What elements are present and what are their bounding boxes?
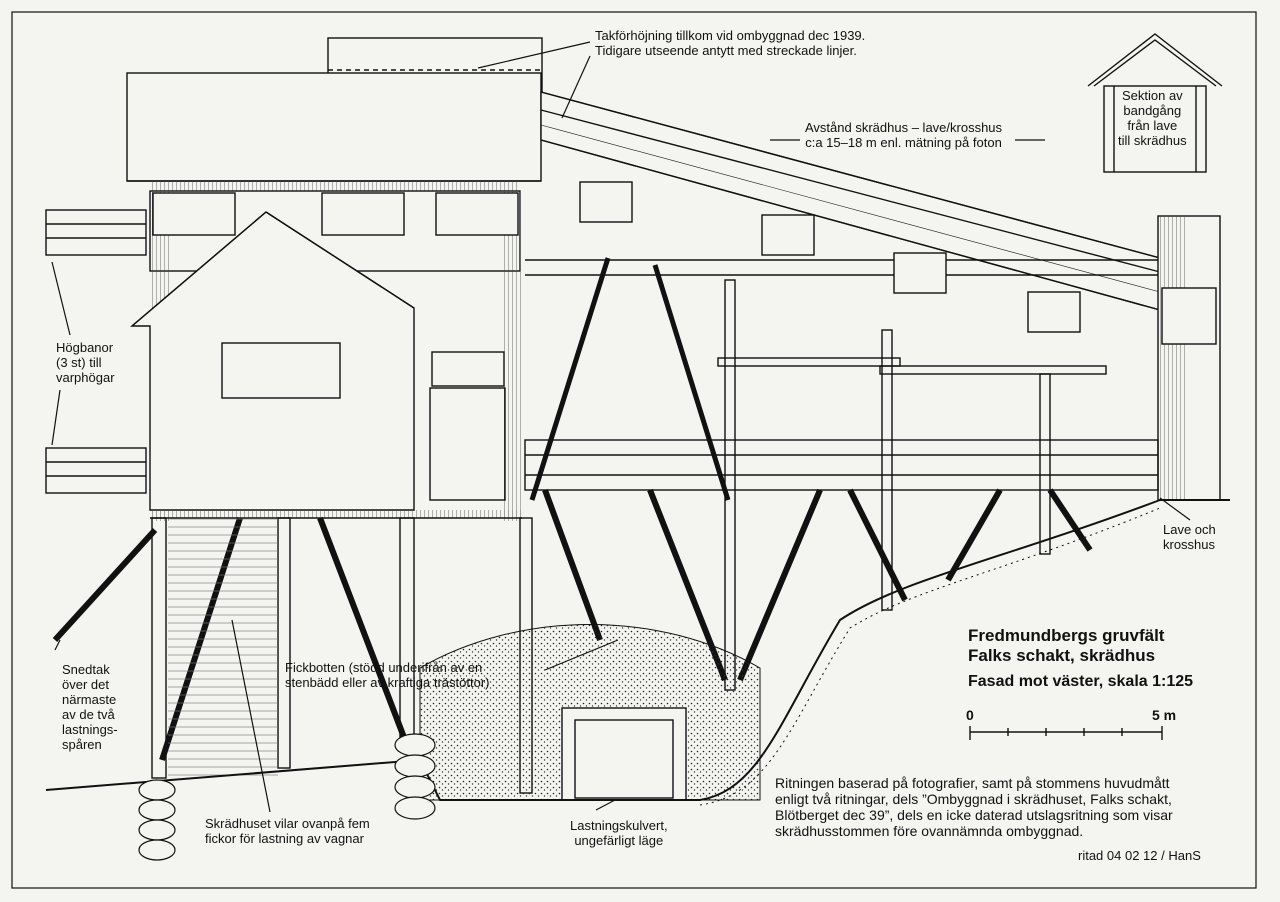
signature: ritad 04 02 12 / HanS	[1078, 848, 1201, 863]
sheet-border	[11, 11, 1257, 889]
title-line-2: Falks schakt, skrädhus	[968, 646, 1156, 665]
scale-min: 0	[966, 707, 974, 723]
terrain-slope	[45, 499, 1230, 801]
stone-pillars	[138, 733, 436, 861]
scale-max: 5 m	[1152, 707, 1177, 723]
section-label: Sektion av bandgång från lave till skräd…	[1118, 88, 1187, 148]
rests-on-label: Skrädhuset vilar ovanpå fem fickor för l…	[205, 816, 370, 846]
title-line-3: Fasad mot väster, skala 1:125	[968, 673, 1194, 690]
main-roof	[126, 72, 542, 182]
walkway	[524, 439, 1159, 491]
scale-bar	[969, 726, 1163, 740]
distance-label: Avstånd skrädhus – lave/krosshus c:a 15–…	[805, 120, 1003, 150]
loading-door	[429, 387, 506, 501]
note-paragraph: Ritningen baserad på fotografier, samt p…	[775, 775, 1173, 839]
loading-culvert	[561, 707, 687, 801]
roof-raise-label: Takförhöjning tillkom vid ombyggnad dec …	[595, 28, 866, 58]
lave-label: Lave och krosshus	[1163, 522, 1216, 552]
culvert-label: Lastningskulvert, ungefärligt läge	[570, 818, 668, 848]
windows	[152, 181, 1217, 399]
high-tracks-label: Högbanor (3 st) till varphögar	[56, 340, 115, 385]
title-line-1: Fredmundbergs gruvfält	[968, 626, 1165, 645]
section-icon	[1087, 33, 1223, 173]
slanting-roof-label: Snedtak över det närmaste av de två last…	[62, 662, 118, 752]
pocket-bottom-label: Fickbotten (stödd underifrån av en stenb…	[285, 660, 490, 690]
